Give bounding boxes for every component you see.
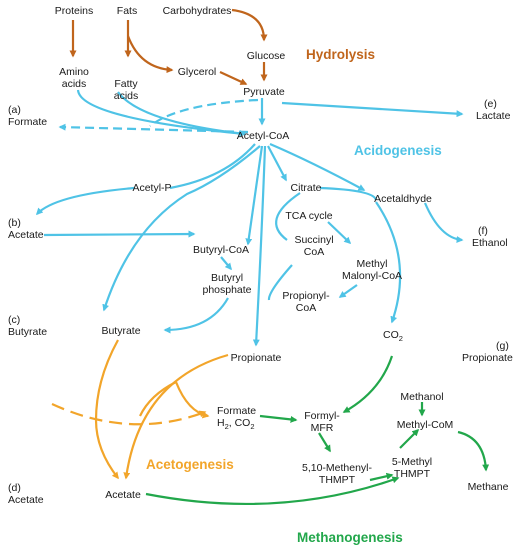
stage-title-hydrolysis: Hydrolysis <box>306 47 376 62</box>
node-methenyl-thmpt: 5,10-Methenyl-THMPT <box>301 462 373 486</box>
methanogenesis-arrows <box>145 355 490 505</box>
node-methyl-com: Methyl-CoM <box>396 419 454 431</box>
node-methanol: Methanol <box>400 391 444 403</box>
node-glucose: Glucose <box>246 50 286 62</box>
product-b: (b)Acetate <box>8 217 44 241</box>
node-acetate-center: Acetate <box>105 489 141 501</box>
acetogenesis-arrows <box>51 339 229 480</box>
node-co2: CO2 <box>383 329 403 344</box>
stage-title-acetogenesis: Acetogenesis <box>146 457 234 472</box>
node-acetaldhyde: Acetaldhyde <box>374 193 432 205</box>
node-acetyl-coa: Acetyl-CoA <box>236 130 290 142</box>
node-proteins: Proteins <box>54 5 94 17</box>
product-d: (d)Acetate <box>8 482 44 506</box>
product-e: (e)Lactate <box>476 98 511 122</box>
acidogenesis-arrows <box>35 89 464 347</box>
node-butyryl-coa: Butyryl-CoA <box>192 244 250 256</box>
node-methane: Methane <box>467 481 509 493</box>
node-tca-cycle: TCA cycle <box>285 210 333 222</box>
product-g: (g)Propionate <box>462 340 513 364</box>
hydrolysis-arrows <box>69 8 268 85</box>
node-acetyl-p: Acetyl-P <box>132 182 172 194</box>
node-carbohydrates: Carbohydrates <box>162 5 232 17</box>
node-butyrate: Butyrate <box>101 325 141 337</box>
product-a: (a)Formate <box>8 104 48 128</box>
node-propionyl-coa: Propionyl-CoA <box>282 290 330 314</box>
node-fats: Fats <box>116 5 138 17</box>
product-f: (f)Ethanol <box>472 225 508 249</box>
node-citrate: Citrate <box>290 182 322 194</box>
stage-title-acidogenesis: Acidogenesis <box>354 143 442 158</box>
node-formyl-mfr: Formyl-MFR <box>304 410 340 434</box>
node-propionate: Propionate <box>230 352 282 364</box>
stage-title-methanogenesis: Methanogenesis <box>297 530 403 545</box>
node-glycerol: Glycerol <box>177 66 217 78</box>
node-pyruvate: Pyruvate <box>243 86 285 98</box>
product-c: (c)Butyrate <box>8 314 48 338</box>
